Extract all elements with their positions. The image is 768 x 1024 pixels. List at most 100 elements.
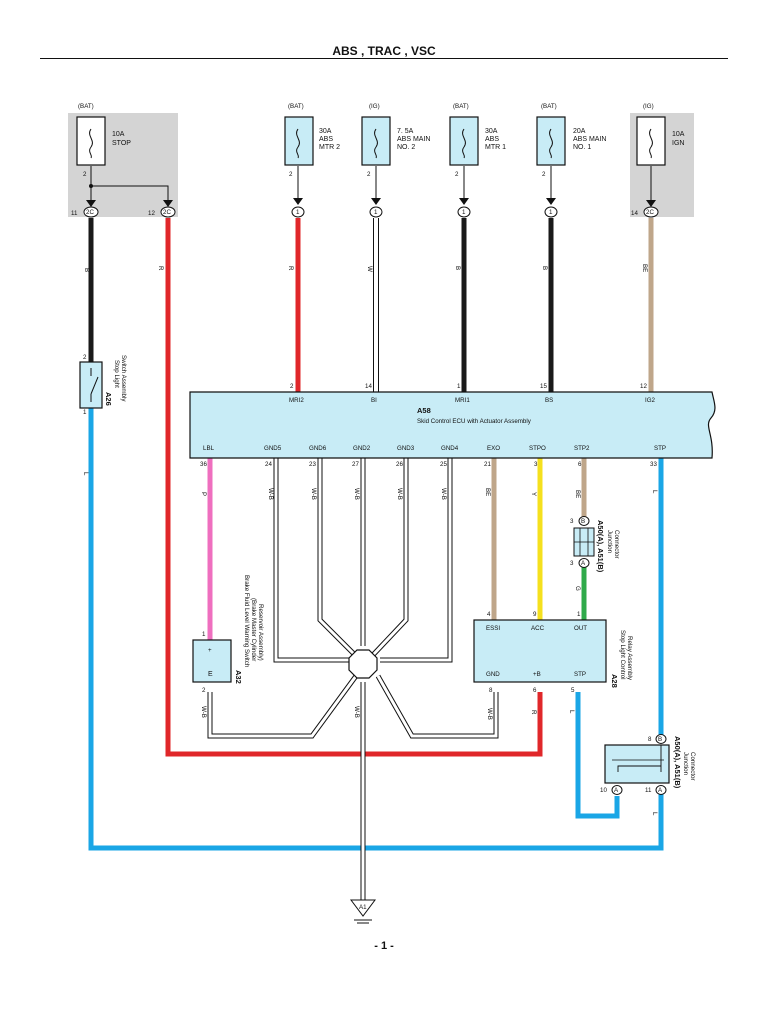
fuse-source: (IG) bbox=[643, 103, 654, 110]
wire-label: W-B bbox=[440, 488, 447, 500]
component-name: Relay Assembly bbox=[626, 636, 633, 681]
wire-stop-l bbox=[88, 408, 664, 851]
ecu-pin-name: BI bbox=[371, 397, 377, 404]
page-title: ABS , TRAC , VSC bbox=[332, 44, 436, 58]
ecu-pin-name: STP bbox=[654, 445, 666, 452]
ecu-pin-name: GND2 bbox=[353, 445, 371, 452]
wire-label: L bbox=[568, 710, 575, 714]
switch-terminal: + bbox=[208, 647, 212, 654]
pin-number: 10 bbox=[600, 787, 607, 794]
component-name: Junction bbox=[606, 530, 613, 554]
component-name: Stop Light bbox=[113, 360, 120, 388]
wire-label: W-B bbox=[267, 488, 274, 500]
ecu-pin-name: BS bbox=[545, 397, 553, 404]
fuse-name: ABS MAIN bbox=[397, 136, 430, 143]
pin-number: 14 bbox=[365, 383, 372, 390]
pin-number: 8 bbox=[489, 687, 493, 694]
pin-number: 6 bbox=[533, 687, 537, 694]
pin-number: 2 bbox=[290, 383, 294, 390]
pin-number: 1 bbox=[577, 611, 581, 618]
pin-number: 2 bbox=[542, 171, 546, 178]
connector-label: 1 bbox=[462, 209, 466, 216]
pin-number: 2 bbox=[83, 171, 87, 178]
fuse-name: ABS bbox=[485, 136, 499, 143]
fuse-rating: 20A bbox=[573, 128, 586, 135]
ecu-box bbox=[189, 391, 716, 459]
connector-label: B bbox=[658, 736, 662, 743]
fuse-abs-main2 bbox=[361, 116, 391, 166]
wire-label: Y bbox=[530, 492, 537, 496]
fuse-name: ABS MAIN bbox=[573, 136, 606, 143]
splice-dot bbox=[89, 184, 93, 188]
pin-number: 1 bbox=[83, 409, 87, 416]
pin-number: 2 bbox=[289, 171, 293, 178]
connector-label: 2C bbox=[646, 209, 654, 216]
component-name: (Brake Master Cylinder bbox=[250, 598, 257, 661]
pin-number: 2 bbox=[367, 171, 371, 178]
ground-label: A1 bbox=[359, 904, 367, 911]
wire-label: W-B bbox=[353, 488, 360, 500]
fuse-rating: 10A bbox=[112, 131, 125, 138]
fuse-name: STOP bbox=[112, 140, 131, 147]
ecu-pin-name: GND4 bbox=[441, 445, 459, 452]
ecu-pin-name: GND6 bbox=[309, 445, 327, 452]
pin-number: 12 bbox=[640, 383, 647, 390]
component-name: Stop Light Control bbox=[619, 630, 626, 680]
wire-label: R bbox=[530, 710, 537, 715]
pin-number: 36 bbox=[200, 461, 207, 468]
ecu-pin-name: EXO bbox=[487, 445, 500, 452]
pin-number: 6 bbox=[578, 461, 582, 468]
pin-number: 8 bbox=[648, 736, 652, 743]
wire-label: W bbox=[366, 266, 373, 272]
switch-terminal: E bbox=[208, 671, 213, 678]
wire-label: B bbox=[454, 266, 461, 270]
component-name: Connector bbox=[689, 752, 696, 781]
fuse-ign bbox=[636, 116, 666, 166]
fuse-abs-main1 bbox=[536, 116, 566, 166]
fuse-name: ABS bbox=[319, 136, 333, 143]
fuse-name: NO. 2 bbox=[397, 144, 415, 151]
pin-number: 15 bbox=[540, 383, 547, 390]
component-code: A28 bbox=[610, 674, 619, 688]
fuse-name: NO. 1 bbox=[573, 144, 591, 151]
fuse-rating: 30A bbox=[485, 128, 498, 135]
fuse-lines bbox=[297, 166, 552, 204]
ecu-name: Skid Control ECU with Actuator Assembly bbox=[417, 418, 532, 425]
pin-number: 11 bbox=[645, 787, 652, 794]
pin-number: 3 bbox=[570, 518, 574, 525]
pin-number: 5 bbox=[571, 687, 575, 694]
wire-label: P bbox=[200, 492, 207, 496]
fuse-abs-mtr1 bbox=[449, 116, 479, 166]
connector-label: 2C bbox=[86, 209, 94, 216]
pin-number: 27 bbox=[352, 461, 359, 468]
fuse-source: (BAT) bbox=[453, 103, 469, 110]
pin-number: 24 bbox=[265, 461, 272, 468]
wire-label: BE bbox=[484, 488, 491, 496]
connector-label: A bbox=[614, 787, 619, 794]
component-code: A50(A), A51(B) bbox=[596, 520, 605, 573]
wire-label: L bbox=[651, 812, 658, 816]
wire-label: R bbox=[287, 266, 294, 271]
ecu-pin-name: STPO bbox=[529, 445, 546, 452]
component-name: Reservoir Assembly) bbox=[257, 604, 264, 661]
pin-number: 2 bbox=[202, 687, 206, 694]
relay-pin-name: STP bbox=[574, 671, 586, 678]
wire-label: BE bbox=[574, 490, 581, 498]
ecu-pin-name: MRI2 bbox=[289, 397, 304, 404]
fuse-rating: 7. 5A bbox=[397, 128, 414, 135]
wire-label: B bbox=[541, 266, 548, 270]
relay-pin-name: GND bbox=[486, 671, 500, 678]
connector-label: 1 bbox=[374, 209, 378, 216]
ground-splice bbox=[348, 649, 378, 679]
connector-ovals bbox=[83, 206, 659, 218]
wire-stop-r bbox=[165, 218, 543, 757]
fuse-stop bbox=[76, 116, 106, 166]
wire-labels: B R R W B B BE L P W-B W-B W-B W-B W-B B… bbox=[82, 264, 658, 816]
fuse-rating: 30A bbox=[319, 128, 332, 135]
arrow-heads bbox=[86, 198, 656, 207]
component-code: A26 bbox=[104, 392, 113, 406]
component-code: A50(A), A51(B) bbox=[673, 736, 682, 789]
connector-label: 2C bbox=[163, 209, 171, 216]
wires bbox=[88, 166, 664, 900]
